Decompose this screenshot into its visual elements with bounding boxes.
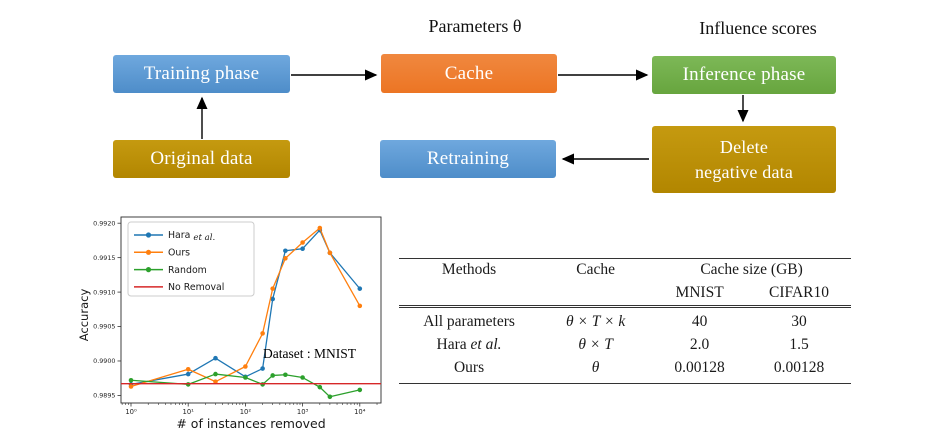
cifar10-value-cell: 30 — [791, 312, 807, 330]
header-double-rule — [399, 304, 851, 308]
table-row-ours: Ours θ 0.00128 0.00128 — [399, 357, 851, 383]
legend-label: Ours — [168, 248, 190, 259]
x-tick-label: 10³ — [297, 408, 309, 416]
series-ours-marker — [327, 250, 333, 256]
series-hara-et-al--marker — [300, 246, 305, 251]
series-ours-marker — [128, 384, 134, 389]
inference-phase-box: Inference phase — [652, 56, 836, 94]
accuracy-chart: 10⁰ 10¹ 10² 10³ 10⁴ 0.9895 0.9900 0.9905 0.9910 0… — [77, 216, 382, 431]
x-axis-label: # of instances removed — [176, 416, 325, 431]
series-ours-marker — [317, 225, 323, 231]
y-tick-label: 0.9915 — [93, 254, 115, 262]
series-hara-et-al--marker — [260, 366, 265, 371]
series-hara-et-al--marker — [283, 248, 288, 254]
legend-marker — [145, 249, 152, 255]
series-random-marker — [185, 382, 191, 387]
legend-box — [127, 221, 255, 297]
legend-label: Random — [168, 265, 207, 276]
col-header-methods: Methods — [441, 261, 497, 278]
series-random-marker — [128, 377, 134, 383]
dataset-annotation: Dataset : MNIST — [263, 346, 357, 361]
series-ours-marker — [270, 286, 275, 291]
col-header-cifar10: CIFAR10 — [769, 283, 830, 301]
cache-formula-cell: θ × T × k — [565, 312, 626, 330]
series-random-marker — [357, 387, 363, 393]
y-axis-label: Accuracy — [77, 289, 91, 342]
col-header-mnist: MNIST — [675, 283, 724, 301]
method-cell: Ours — [453, 358, 485, 376]
series-ours-marker — [213, 379, 218, 384]
series-ours-marker — [300, 240, 305, 245]
x-tick-label: 10⁰ — [125, 408, 137, 416]
series-random-marker — [283, 372, 288, 378]
series-random-marker — [260, 382, 265, 387]
series-random-marker — [213, 371, 218, 377]
series-ours-marker — [260, 331, 265, 336]
series-hara-et-al--marker — [185, 371, 191, 377]
delete-negative-data-box: Delete negative data — [652, 126, 836, 193]
col-header-cache: Cache — [576, 261, 615, 278]
y-tick-label: 0.9920 — [93, 219, 115, 227]
influence-scores-label: Influence scores — [699, 18, 817, 38]
x-tick-label: 10⁴ — [354, 408, 366, 416]
col-header-cache-size: Cache size (GB) — [700, 261, 803, 278]
series-random-marker — [270, 373, 275, 378]
series-ours-marker — [283, 256, 288, 261]
mnist-value-cell: 2.0 — [689, 335, 710, 353]
method-cell: All parameters — [423, 312, 515, 330]
series-random-marker — [327, 394, 333, 400]
mnist-value-cell: 0.00128 — [674, 358, 725, 376]
original-data-box: Original data — [113, 140, 290, 178]
cache-formula-cell: θ × T — [578, 335, 613, 353]
series-random-marker — [243, 375, 248, 380]
table-row-all-parameters: All parameters θ × T × k 40 30 — [399, 306, 851, 333]
x-tick-label: 10¹ — [183, 408, 195, 416]
method-cell: Hara et al. — [436, 335, 502, 353]
y-tick-label: 0.9905 — [93, 323, 115, 331]
series-ours-marker — [185, 366, 191, 372]
legend-label: No Removal — [168, 282, 224, 293]
parameters-theta-label: Parameters θ — [428, 16, 522, 36]
legend-marker — [145, 232, 152, 238]
mnist-value-cell: 40 — [691, 312, 708, 330]
accuracy-chart-figure: 10⁰ 10¹ 10² 10³ 10⁴ 0.9895 0.9900 0.9905 0.9910 0… — [75, 203, 397, 447]
cache-box: Cache — [381, 54, 557, 93]
cache-formula-cell: θ — [591, 358, 600, 376]
x-tick-label: 10² — [240, 408, 252, 416]
y-tick-label: 0.9895 — [93, 392, 115, 400]
training-phase-box: Training phase — [113, 55, 290, 93]
series-ours-marker — [243, 364, 248, 369]
retraining-box: Retraining — [380, 140, 556, 178]
series-hara-et-al--marker — [357, 286, 363, 291]
plot-frame — [120, 216, 382, 404]
series-hara-et-al--marker — [270, 296, 275, 302]
series-ours-marker — [357, 303, 363, 309]
series-random-marker — [300, 375, 305, 380]
series-random-marker — [317, 384, 323, 390]
series-hara-et-al--marker — [213, 355, 218, 361]
legend-marker — [145, 267, 152, 273]
y-tick-label: 0.9910 — [93, 288, 115, 296]
table-row-hara: Hara et al. θ × T 2.0 1.5 — [399, 334, 851, 357]
y-tick-label: 0.9900 — [93, 357, 115, 365]
cache-size-table: Methods Cache Cache size (GB) MNIST CIFA… — [399, 258, 851, 384]
cifar10-value-cell: 0.00128 — [773, 358, 825, 376]
cifar10-value-cell: 1.5 — [789, 335, 809, 353]
